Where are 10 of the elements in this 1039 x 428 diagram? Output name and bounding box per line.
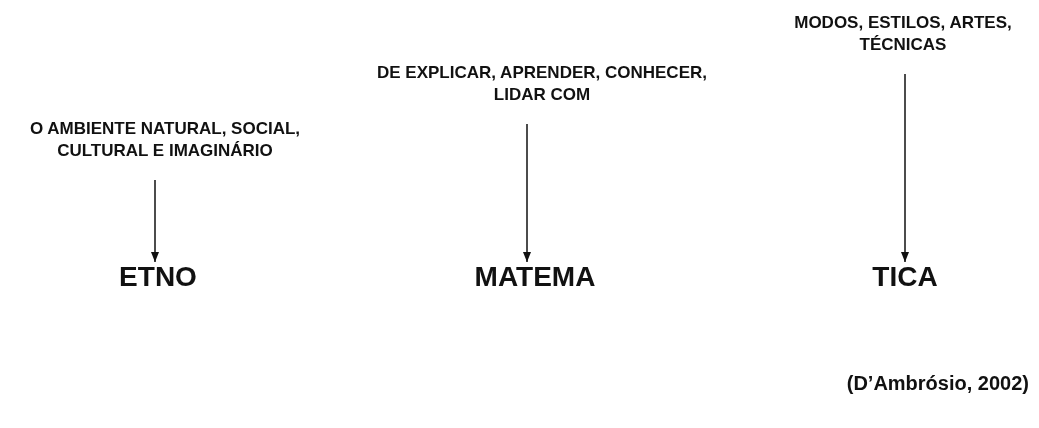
word-part: TICA	[835, 262, 975, 293]
arrow	[522, 123, 532, 263]
arrow	[900, 73, 910, 263]
arrow	[150, 179, 160, 263]
word-part: ETNO	[78, 262, 238, 293]
word-part: MATEMA	[435, 262, 635, 293]
meaning-text: MODOS, ESTILOS, ARTES, TÉCNICAS	[793, 12, 1013, 57]
citation: (D’Ambrósio, 2002)	[846, 372, 1029, 395]
meaning-text: DE EXPLICAR, APRENDER, CONHECER, LIDAR COM	[362, 62, 722, 107]
meaning-text: O AMBIENTE NATURAL, SOCIAL, CULTURAL E IMAGINÁRIO	[0, 118, 330, 163]
